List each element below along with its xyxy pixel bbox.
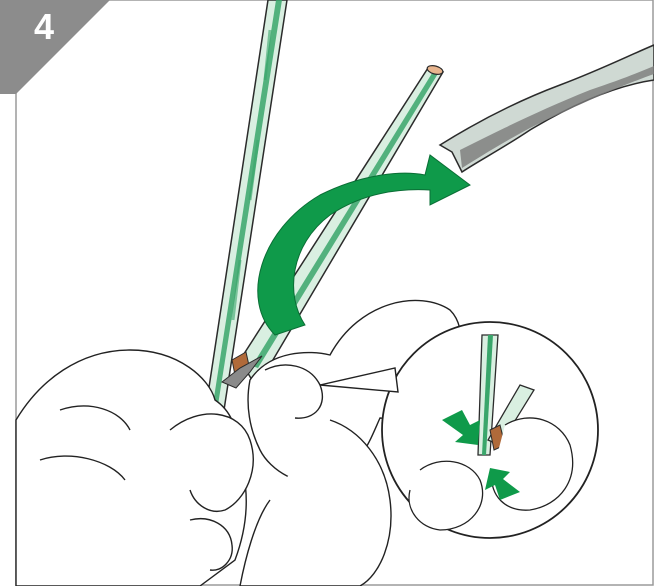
step-badge xyxy=(0,0,110,94)
clip-piece xyxy=(440,45,654,172)
step-number: 4 xyxy=(34,6,54,48)
